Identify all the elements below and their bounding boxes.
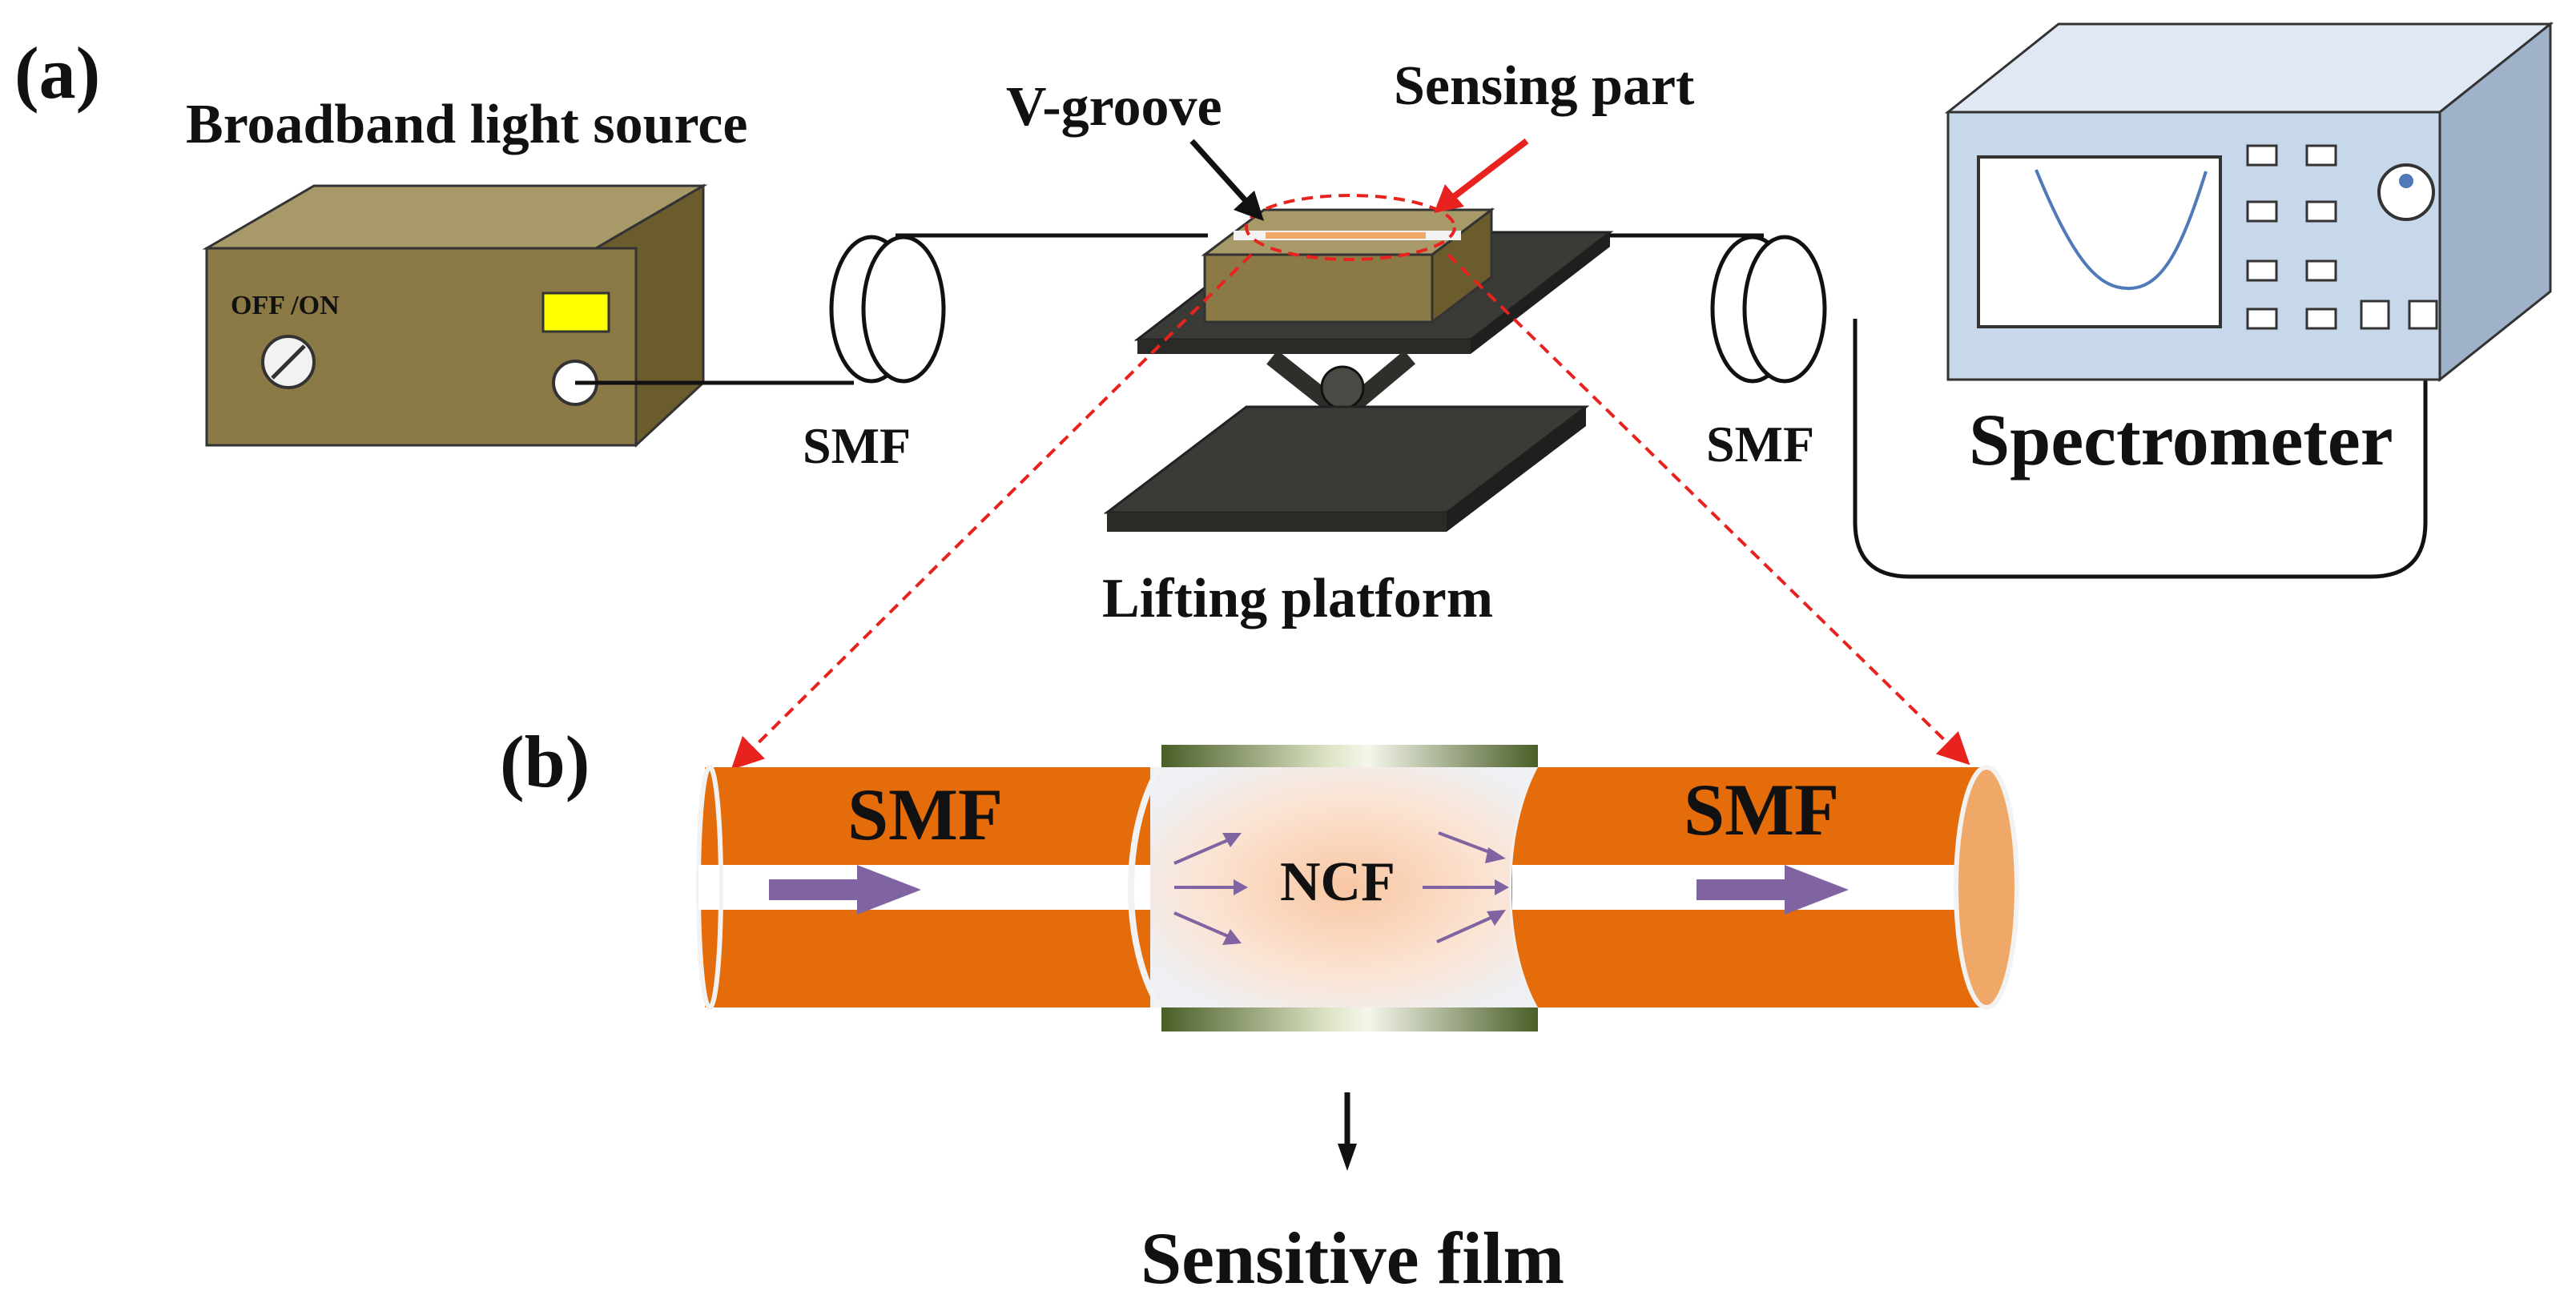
spectrum-screen <box>1977 155 2222 328</box>
scattered-light-arrows <box>1173 831 1509 945</box>
light-source-title: Broadband light source <box>186 94 747 155</box>
smf-right-label-a: SMF <box>1706 416 1814 473</box>
switch-label: OFF /ON <box>231 291 340 320</box>
display-window <box>541 292 610 333</box>
arrow-right-icon <box>769 865 921 915</box>
v-groove-arrow <box>1189 139 1264 221</box>
dial-icon[interactable] <box>2377 163 2435 221</box>
knob-icon[interactable] <box>261 335 316 389</box>
sensing-part-label: Sensing part <box>1394 55 1694 117</box>
light-arrows <box>769 865 1849 915</box>
spectrometer-keypad[interactable] <box>2246 144 2438 330</box>
spectrum-dip-curve <box>2035 169 2208 291</box>
ncf-label: NCF <box>1280 851 1395 913</box>
smf-left-label-a: SMF <box>803 417 911 474</box>
sensitive-film-arrow <box>1338 1092 1357 1171</box>
panel-a-label: (a) <box>14 32 100 114</box>
spectrometer-box <box>1944 21 2554 383</box>
zoom-line-right <box>1447 253 1970 766</box>
spectrometer-label: Spectrometer <box>1969 399 2393 481</box>
sensitive-film-label: Sensitive film <box>1141 1217 1564 1299</box>
panel-b-label: (b) <box>500 721 590 802</box>
sensing-part-arrow <box>1434 138 1529 213</box>
v-groove-label: V-groove <box>1006 76 1222 138</box>
smf-coil-left <box>829 235 946 384</box>
v-groove-block <box>1201 207 1495 325</box>
fiber-end-face <box>1954 765 2019 1010</box>
smf-coil-right <box>1710 235 1827 384</box>
zoom-line-left <box>731 253 1253 770</box>
sensitive-film-top <box>1161 745 1538 767</box>
arrow-right-icon <box>1697 865 1849 915</box>
smf-left-label-b: SMF <box>847 774 1003 855</box>
smf-right-label-b: SMF <box>1684 769 1839 851</box>
sensitive-film-bottom <box>1161 1007 1538 1032</box>
lifting-platform-label: Lifting platform <box>1102 568 1493 629</box>
light-source-box <box>202 183 708 448</box>
sensing-part-highlight <box>1245 194 1456 261</box>
